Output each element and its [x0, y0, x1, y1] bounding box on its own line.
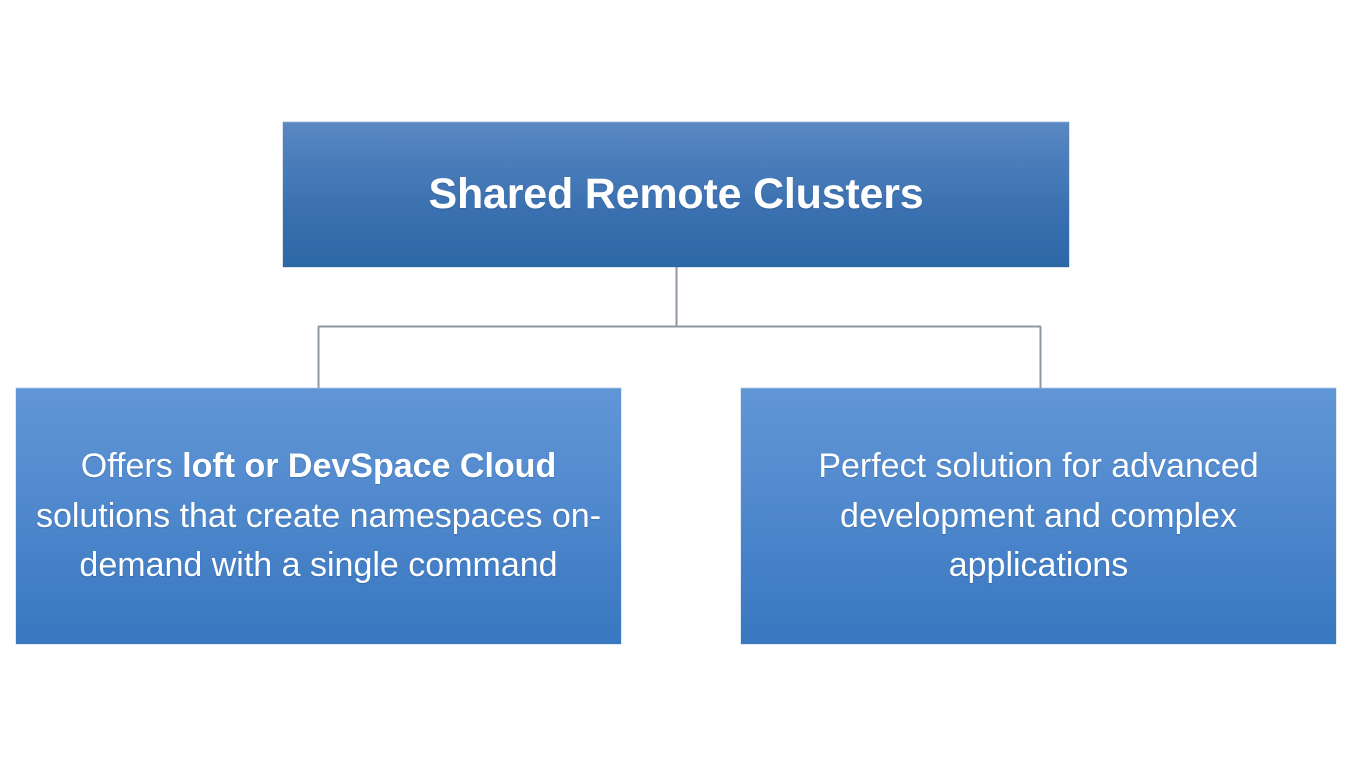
- node-root-label: Shared Remote Clusters: [428, 170, 924, 219]
- node-child-left-bold: loft or DevSpace Cloud: [182, 446, 557, 485]
- node-child-left-suffix: solutions that create namespaces on-dema…: [35, 496, 602, 585]
- node-child-right[interactable]: Perfect solution for advanced developmen…: [741, 388, 1336, 644]
- node-child-right-label: Perfect solution for advanced developmen…: [818, 446, 1259, 585]
- node-root-shared-remote-clusters[interactable]: Shared Remote Clusters: [283, 122, 1069, 267]
- node-child-left-label: Offers loft or DevSpace Cloud solutions …: [16, 442, 621, 592]
- node-child-left[interactable]: Offers loft or DevSpace Cloud solutions …: [16, 388, 621, 644]
- node-child-left-prefix: Offers: [80, 446, 183, 485]
